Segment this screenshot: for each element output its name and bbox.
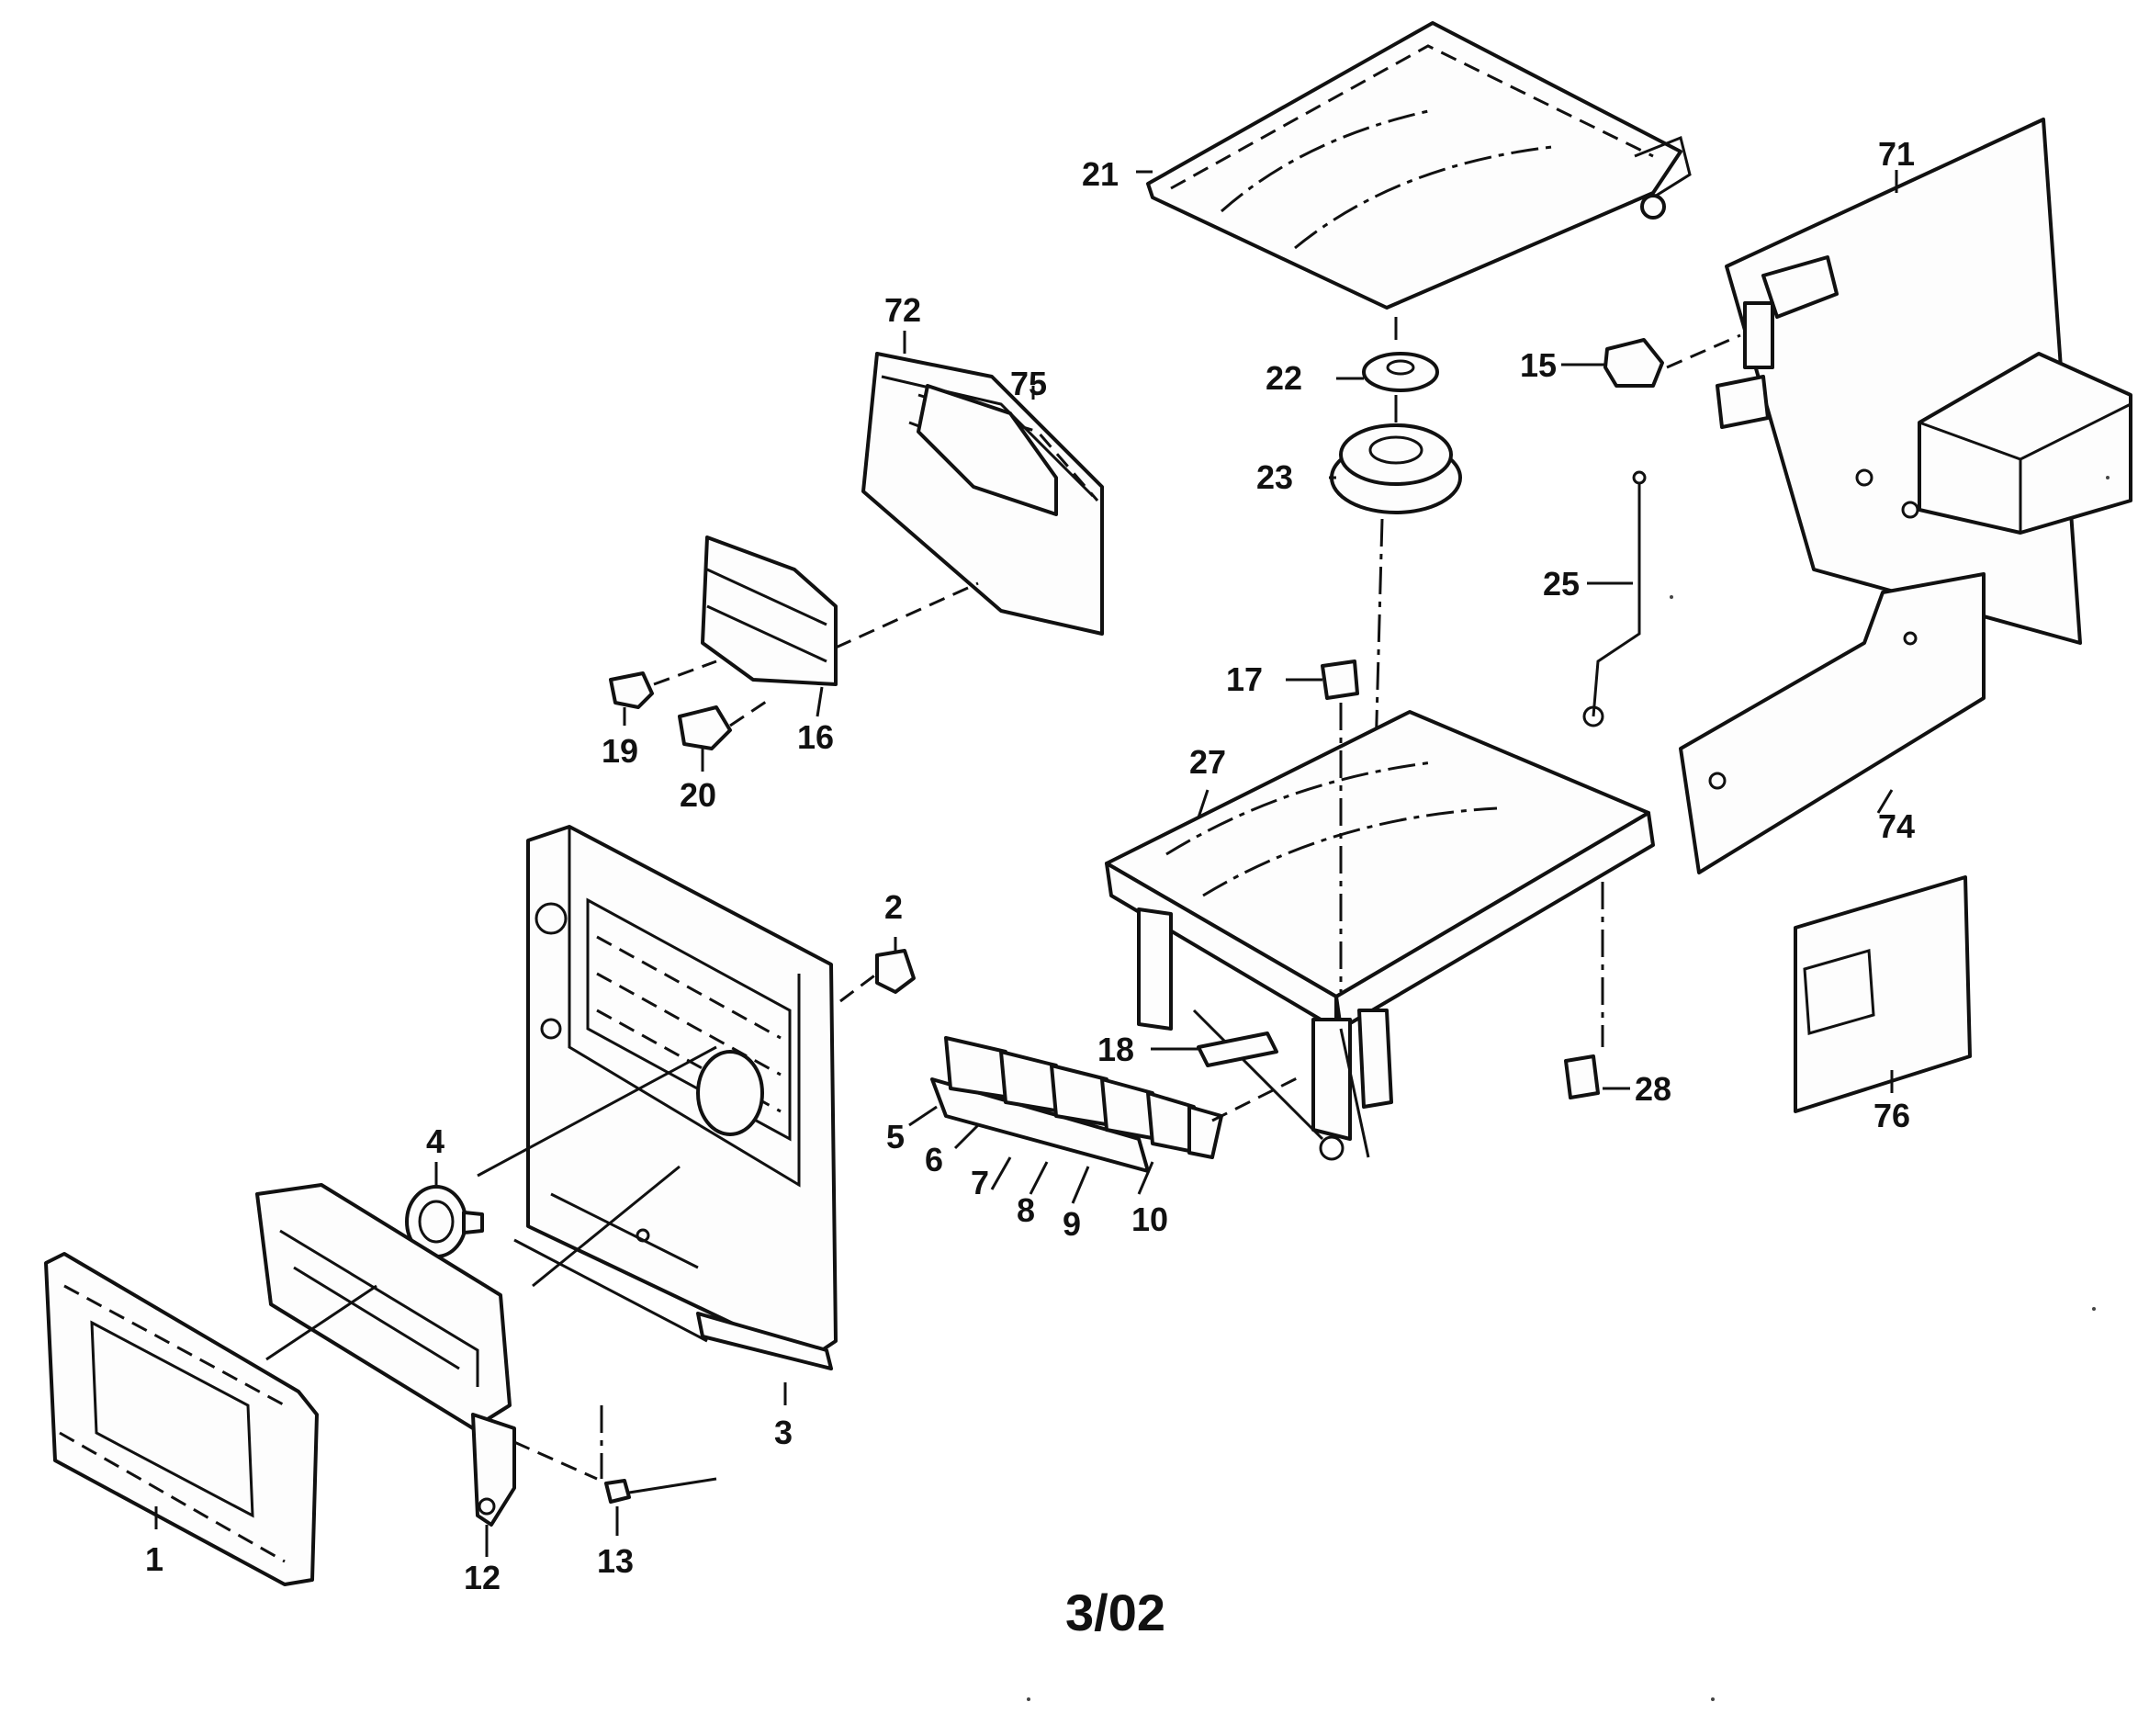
- part-1-front-panel: [44, 1252, 319, 1586]
- part-20-knob: [678, 705, 732, 750]
- callout-22: 22: [1266, 359, 1302, 397]
- callout-5: 5: [886, 1118, 905, 1155]
- callout-25: 25: [1543, 565, 1580, 603]
- part-74-circuit-board: [1679, 572, 1986, 874]
- part-19-knob: [609, 671, 654, 709]
- assembly-axis-turntable: [1371, 317, 1398, 855]
- callout-13: 13: [597, 1542, 634, 1580]
- assembly-line-20: [729, 696, 772, 727]
- callout-16: 16: [797, 718, 834, 756]
- callout-8: 8: [1017, 1191, 1035, 1229]
- callout-4: 4: [426, 1122, 444, 1160]
- assembly-line-strip: [1211, 1073, 1305, 1122]
- diagram-revision-code: 3/02: [1065, 1584, 1165, 1641]
- part-17-connector: [1321, 659, 1359, 700]
- scan-specks: [1027, 476, 2110, 1701]
- part-13-screw: [600, 1405, 717, 1504]
- callout-labels: 21 22 23 15 25 17 27 18 28 71 74 76 72 7…: [145, 135, 1915, 1596]
- part-27-chassis: [1105, 710, 1655, 1161]
- callout-74: 74: [1878, 807, 1915, 845]
- callout-20: 20: [680, 776, 716, 814]
- assembly-line-13: [513, 1440, 598, 1481]
- part-2-clip: [875, 949, 916, 994]
- assembly-line-frame: [265, 1284, 377, 1361]
- callout-7: 7: [971, 1164, 989, 1201]
- callout-19: 19: [602, 732, 638, 770]
- callout-9: 9: [1063, 1205, 1081, 1243]
- part-75-subassembly: [917, 384, 1058, 516]
- part-25-wire-harness: [1582, 470, 1647, 727]
- callout-2: 2: [884, 888, 903, 926]
- assembly-line-19: [653, 659, 717, 686]
- callout-15: 15: [1520, 346, 1557, 384]
- part-28-bracket: [1564, 1054, 1600, 1099]
- assembly-line-15: [1666, 333, 1741, 369]
- assembly-line-16: [835, 581, 979, 649]
- callout-3: 3: [774, 1414, 793, 1451]
- callout-28: 28: [1635, 1070, 1671, 1108]
- part-3-front-cabinet: [513, 825, 838, 1370]
- part-22-spacer-ring: [1362, 352, 1439, 392]
- callout-21: 21: [1082, 155, 1119, 193]
- callout-18: 18: [1097, 1031, 1134, 1068]
- part-71-main-board: [1716, 118, 2132, 645]
- assembly-line-2: [839, 972, 878, 1003]
- part-72-bracket: [861, 352, 1104, 636]
- callout-27: 27: [1189, 743, 1226, 781]
- callout-6: 6: [925, 1141, 943, 1178]
- callout-76: 76: [1873, 1097, 1910, 1134]
- callout-72: 72: [884, 291, 921, 329]
- callout-23: 23: [1256, 458, 1293, 496]
- part-12-display-frame: [255, 1183, 516, 1527]
- part-76-circuit-board: [1794, 875, 1972, 1113]
- part-16-switch-block: [701, 535, 838, 686]
- part-15-connector: [1603, 338, 1664, 388]
- part-23-turntable: [1330, 423, 1462, 514]
- callout-leaders: [154, 170, 1898, 1557]
- assembly-line-cabinet: [477, 1045, 717, 1288]
- part-21-top-cover: [1146, 21, 1692, 310]
- callout-75: 75: [1010, 365, 1047, 402]
- callout-1: 1: [145, 1540, 163, 1578]
- callout-71: 71: [1878, 135, 1915, 173]
- callout-12: 12: [464, 1559, 501, 1596]
- callout-10: 10: [1131, 1201, 1168, 1238]
- part-18-bracket: [1197, 1031, 1278, 1067]
- parts-5-10-button-strip: [930, 1036, 1223, 1173]
- callout-17: 17: [1226, 660, 1263, 698]
